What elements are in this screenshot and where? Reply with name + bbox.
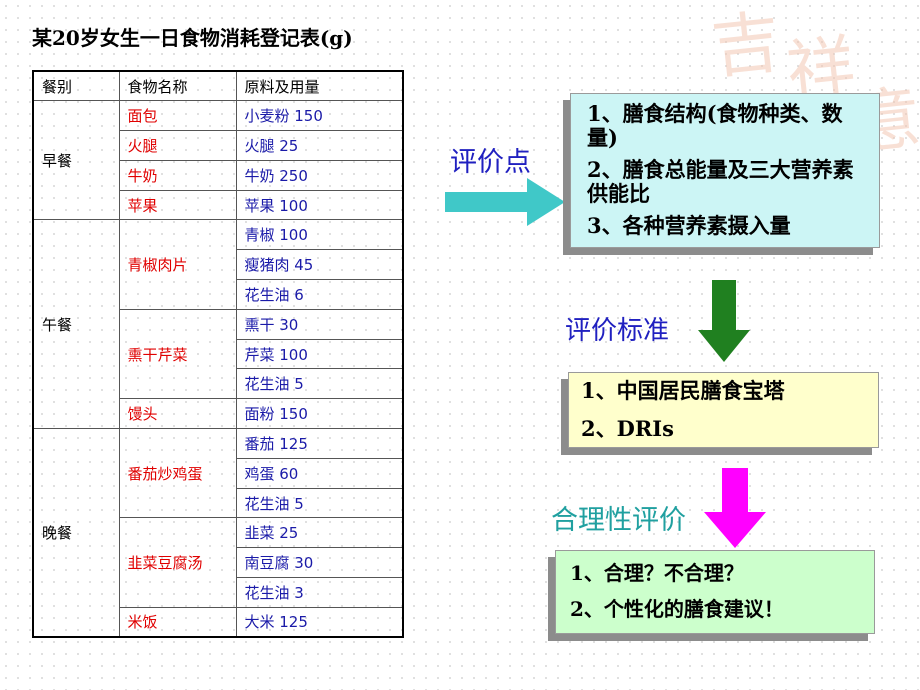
label-evaluation-points: 评价点 — [450, 147, 531, 178]
table-row: 瘦猪肉 45 — [33, 249, 404, 281]
food-name: 火腿 — [118, 130, 237, 161]
ingredient-amount: 鸡蛋 60 — [235, 457, 404, 489]
table-row: 苹果 苹果 100 — [33, 189, 404, 221]
table-row: 火腿 火腿 25 — [33, 130, 404, 161]
evaluation-point-2: 2、膳食总能量及三大营养素供能比 — [587, 157, 854, 206]
ingredient-amount: 大米 125 — [235, 606, 404, 638]
ingredient-amount: 芹菜 100 — [235, 338, 404, 370]
down-arrow-icon — [704, 468, 766, 548]
page-title: 某20岁女生一日食物消耗登记表(g) — [32, 26, 353, 50]
label-evaluation-standard: 评价标准 — [565, 316, 670, 346]
ingredient-amount: 番茄 125 — [235, 428, 404, 459]
rationality-item-1: 1、合理？不合理？ — [570, 561, 744, 585]
ingredient-amount: 熏干 30 — [235, 308, 404, 340]
table-row: 鸡蛋 60 — [33, 457, 404, 489]
table-row: 韭菜豆腐汤 韭菜 25 — [33, 517, 404, 608]
food-name: 熏干芹菜 — [118, 308, 237, 400]
down-arrow-icon — [698, 280, 750, 362]
table-row: 芹菜 100 — [33, 338, 404, 370]
right-arrow-icon — [445, 178, 565, 226]
table-row: 午餐 青椒肉片 青椒 100 — [32, 219, 404, 430]
evaluation-standard-box: 1、中国居民膳食宝塔 2、DRIs — [568, 372, 879, 448]
table-row: 馒头 面粉 150 — [33, 398, 404, 430]
ingredient-amount: 苹果 100 — [235, 189, 404, 221]
food-name: 面包 — [118, 100, 237, 132]
ingredient-amount: 牛奶 250 — [235, 159, 404, 191]
food-name: 韭菜豆腐汤 — [118, 517, 237, 608]
ingredient-amount: 面粉 150 — [235, 398, 404, 430]
food-name: 米饭 — [118, 606, 237, 638]
food-log-table: 餐别 食物名称 原料及用量 早餐 面包 小麦粉 150 火腿 火腿 25 牛奶 … — [32, 70, 404, 639]
food-name: 馒头 — [118, 398, 237, 430]
table-row: 花生油 5 — [33, 487, 404, 519]
table-row: 晚餐 番茄炒鸡蛋 番茄 125 — [32, 428, 404, 638]
watermark-char-1: 吉 — [708, 3, 784, 89]
table-row: 米饭 大米 125 — [33, 606, 404, 638]
rationality-item-2: 2、个性化的膳食建议！ — [570, 597, 784, 621]
meal-breakfast: 早餐 — [32, 100, 120, 221]
header-food: 食物名称 — [118, 70, 237, 102]
standard-item-2: 2、DRIs — [581, 416, 674, 441]
ingredient-amount: 小麦粉 150 — [235, 100, 404, 132]
ingredient-amount: 花生油 5 — [235, 368, 404, 400]
table-row: 熏干芹菜 熏干 30 — [33, 308, 404, 400]
standard-item-1: 1、中国居民膳食宝塔 — [581, 378, 785, 403]
food-name: 番茄炒鸡蛋 — [118, 428, 237, 519]
food-name: 牛奶 — [118, 159, 237, 191]
meal-lunch: 午餐 — [32, 219, 120, 430]
header-ingredients: 原料及用量 — [235, 70, 404, 102]
header-meal: 餐别 — [32, 70, 120, 102]
ingredient-amount: 花生油 6 — [235, 279, 404, 310]
evaluation-point-3: 3、各种营养素摄入量 — [587, 213, 791, 238]
ingredient-amount: 花生油 3 — [235, 577, 404, 608]
ingredient-amount: 韭菜 25 — [235, 517, 404, 549]
label-rationality-evaluation: 合理性评价 — [551, 505, 686, 536]
table-row: 花生油 3 — [33, 577, 404, 608]
evaluation-point-1: 1、膳食结构(食物种类、数量) — [587, 101, 843, 150]
ingredient-amount: 火腿 25 — [235, 130, 404, 161]
ingredient-amount: 南豆腐 30 — [235, 547, 404, 579]
ingredient-amount: 瘦猪肉 45 — [235, 249, 404, 281]
food-name: 苹果 — [118, 189, 237, 221]
ingredient-amount: 花生油 5 — [235, 487, 404, 519]
food-name: 青椒肉片 — [118, 219, 237, 310]
table-header-row: 餐别 食物名称 原料及用量 — [32, 70, 404, 102]
table-row: 早餐 面包 小麦粉 150 — [32, 100, 404, 221]
meal-dinner: 晚餐 — [32, 428, 120, 638]
evaluation-points-box: 1、膳食结构(食物种类、数量) 2、膳食总能量及三大营养素供能比 3、各种营养素… — [570, 93, 880, 248]
rationality-evaluation-box: 1、合理？不合理？ 2、个性化的膳食建议！ — [555, 550, 875, 634]
table-row: 花生油 5 — [33, 368, 404, 400]
ingredient-amount: 青椒 100 — [235, 219, 404, 251]
